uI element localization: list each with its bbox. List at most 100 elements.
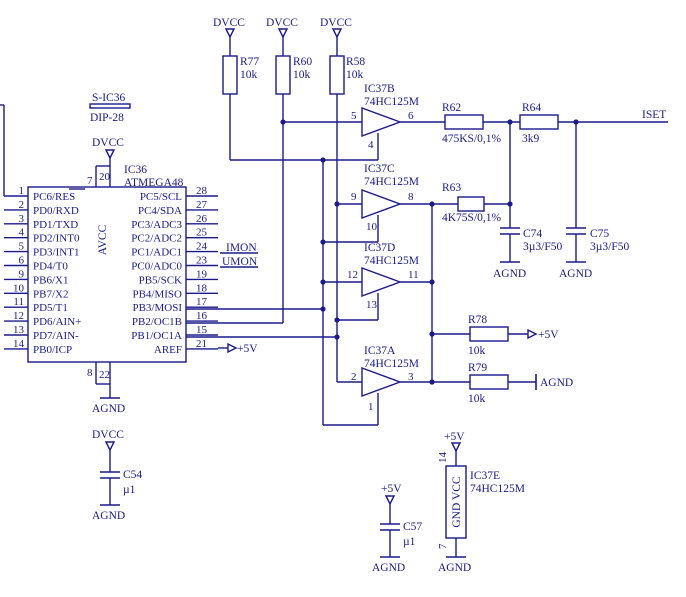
mcu-pin-name: PC5/SCL (140, 191, 182, 203)
mcu-pin-name: PB6/X1 (33, 274, 68, 286)
dvcc-symbol-r60: DVCC (266, 17, 298, 39)
mcu-pin-name: PB3/MOSI (132, 302, 182, 314)
ic37c-out-pin: 8 (408, 191, 414, 203)
mcu-agnd-pin: 22 (99, 369, 110, 381)
c75-ref: C75 (590, 228, 609, 240)
mcu-avcc-label: AVCC (97, 224, 109, 255)
ic37a-out-pin: 3 (408, 371, 414, 383)
mcu-pin-name: PD0/RXD (33, 205, 79, 217)
r78-value: 10k (468, 345, 486, 357)
r60-ref: R60 (293, 56, 312, 68)
ic37d-value: 74HC125M (364, 255, 419, 267)
buffer-ic37b: IC37B 74HC125M 5 6 4 (351, 83, 445, 151)
ic37b-out-pin: 6 (408, 110, 414, 122)
ic37c-value: 74HC125M (364, 176, 419, 188)
mcu-pin-number: 11 (13, 296, 24, 308)
mcu-pin-number: 16 (196, 310, 208, 322)
mcu-pin-number: 10 (13, 282, 25, 294)
ic37e-5v-label: +5V (444, 431, 465, 443)
mcu-pin-name: PB2/OC1B (132, 316, 182, 328)
ic37b-ref: IC37B (364, 83, 395, 95)
mcu-pin-name: PD7/AIN- (33, 330, 79, 342)
mcu-pin-number: 12 (13, 310, 24, 322)
c54-dvcc-label: DVCC (92, 429, 124, 441)
buffer-ic37a: IC37A 74HC125M 2 3 1 (351, 345, 480, 413)
ic37d-in-pin: 12 (347, 269, 358, 281)
c54-value: µ1 (123, 484, 136, 496)
c57-value: µ1 (403, 536, 416, 548)
r62-value: 475KS/0,1% (442, 133, 502, 145)
mcu-pin-name: PC1/ADC1 (131, 247, 182, 259)
ic37a-in-pin: 2 (351, 371, 357, 383)
r79-ref: R79 (468, 362, 487, 374)
net-umon: UMON (222, 256, 258, 268)
ic37e-value: 74HC125M (470, 483, 525, 495)
r77-value: 10k (240, 69, 258, 81)
mcu-pin-number: 6 (19, 255, 25, 267)
mcu-pin-number: 28 (196, 185, 208, 197)
capacitor-c75: C75 3µ3/F50 AGND (559, 227, 629, 280)
c57-5v-label: +5V (381, 483, 402, 495)
resistor-r63: R63 4K75S/0,1% (442, 182, 510, 224)
mcu-pin-number: 15 (196, 324, 208, 336)
resistor-r62: R62 475KS/0,1% (442, 102, 520, 145)
ic37d-ref: IC37D (364, 242, 395, 254)
r58-value: 10k (346, 69, 364, 81)
mcu-pin-name: PB5/SCK (139, 274, 182, 286)
r77-ref: R77 (240, 56, 259, 68)
mcu-pin-number: 25 (196, 227, 208, 239)
dvcc-symbol-r77: DVCC (213, 17, 245, 39)
mcu-right-pins: 28PC5/SCL27PC4/SDA26PC3/ADC325PC2/ADC224… (131, 185, 218, 356)
control-wiring (186, 121, 379, 426)
aref-5v: +5V (218, 342, 258, 355)
buffer-ic37d: IC37D 74HC125M 12 11 13 (347, 242, 432, 311)
ic37a-value: 74HC125M (364, 358, 419, 370)
r78-ref: R78 (468, 314, 487, 326)
junction-dot (320, 157, 326, 163)
c57-agnd-label: AGND (372, 562, 405, 574)
mcu-pin-number: 4 (19, 227, 25, 239)
ic37b-oe-pin: 4 (368, 139, 374, 151)
resistor-r79: AGND R79 10k (468, 362, 573, 405)
ic37d-out-pin: 11 (408, 269, 419, 281)
r78-5v-label: +5V (538, 329, 559, 341)
ic37b-value: 74HC125M (364, 96, 419, 108)
mcu-pin-number: 27 (196, 199, 208, 211)
junction-dot (334, 317, 340, 323)
resistor-r78: +5V R78 10k (468, 314, 559, 357)
mcu-pin-number: 19 (196, 268, 208, 280)
ic37e-body-label: GND VCC (451, 476, 463, 528)
mcu-pin-number: 9 (19, 268, 25, 280)
mcu-pin-name: PD1/TXD (33, 219, 78, 231)
ic37a-oe-pin: 1 (368, 401, 374, 413)
ic37d-oe-pin: 13 (366, 299, 378, 311)
mcu-pin-name: AREF (154, 344, 182, 356)
junction-dot (507, 119, 513, 125)
mcu-pin-number: 5 (19, 241, 25, 253)
c74-ref: C74 (523, 228, 542, 240)
ic37e-power-unit: +5V GND VCC 14 7 IC37E 74HC125M AGND (437, 431, 525, 574)
mcu-dvcc-label: DVCC (92, 137, 124, 149)
c74-agnd-label: AGND (493, 268, 526, 280)
c57-ref: C57 (403, 521, 422, 533)
c75-value: 3µ3/F50 (590, 241, 629, 253)
junction-dot (280, 119, 286, 125)
capacitor-c54: DVCC C54 µ1 AGND (92, 429, 142, 522)
aref-5v-label: +5V (237, 343, 258, 355)
junction-dots (280, 119, 579, 385)
r79-agnd-label: AGND (540, 377, 573, 389)
net-iset: ISET (642, 109, 666, 121)
